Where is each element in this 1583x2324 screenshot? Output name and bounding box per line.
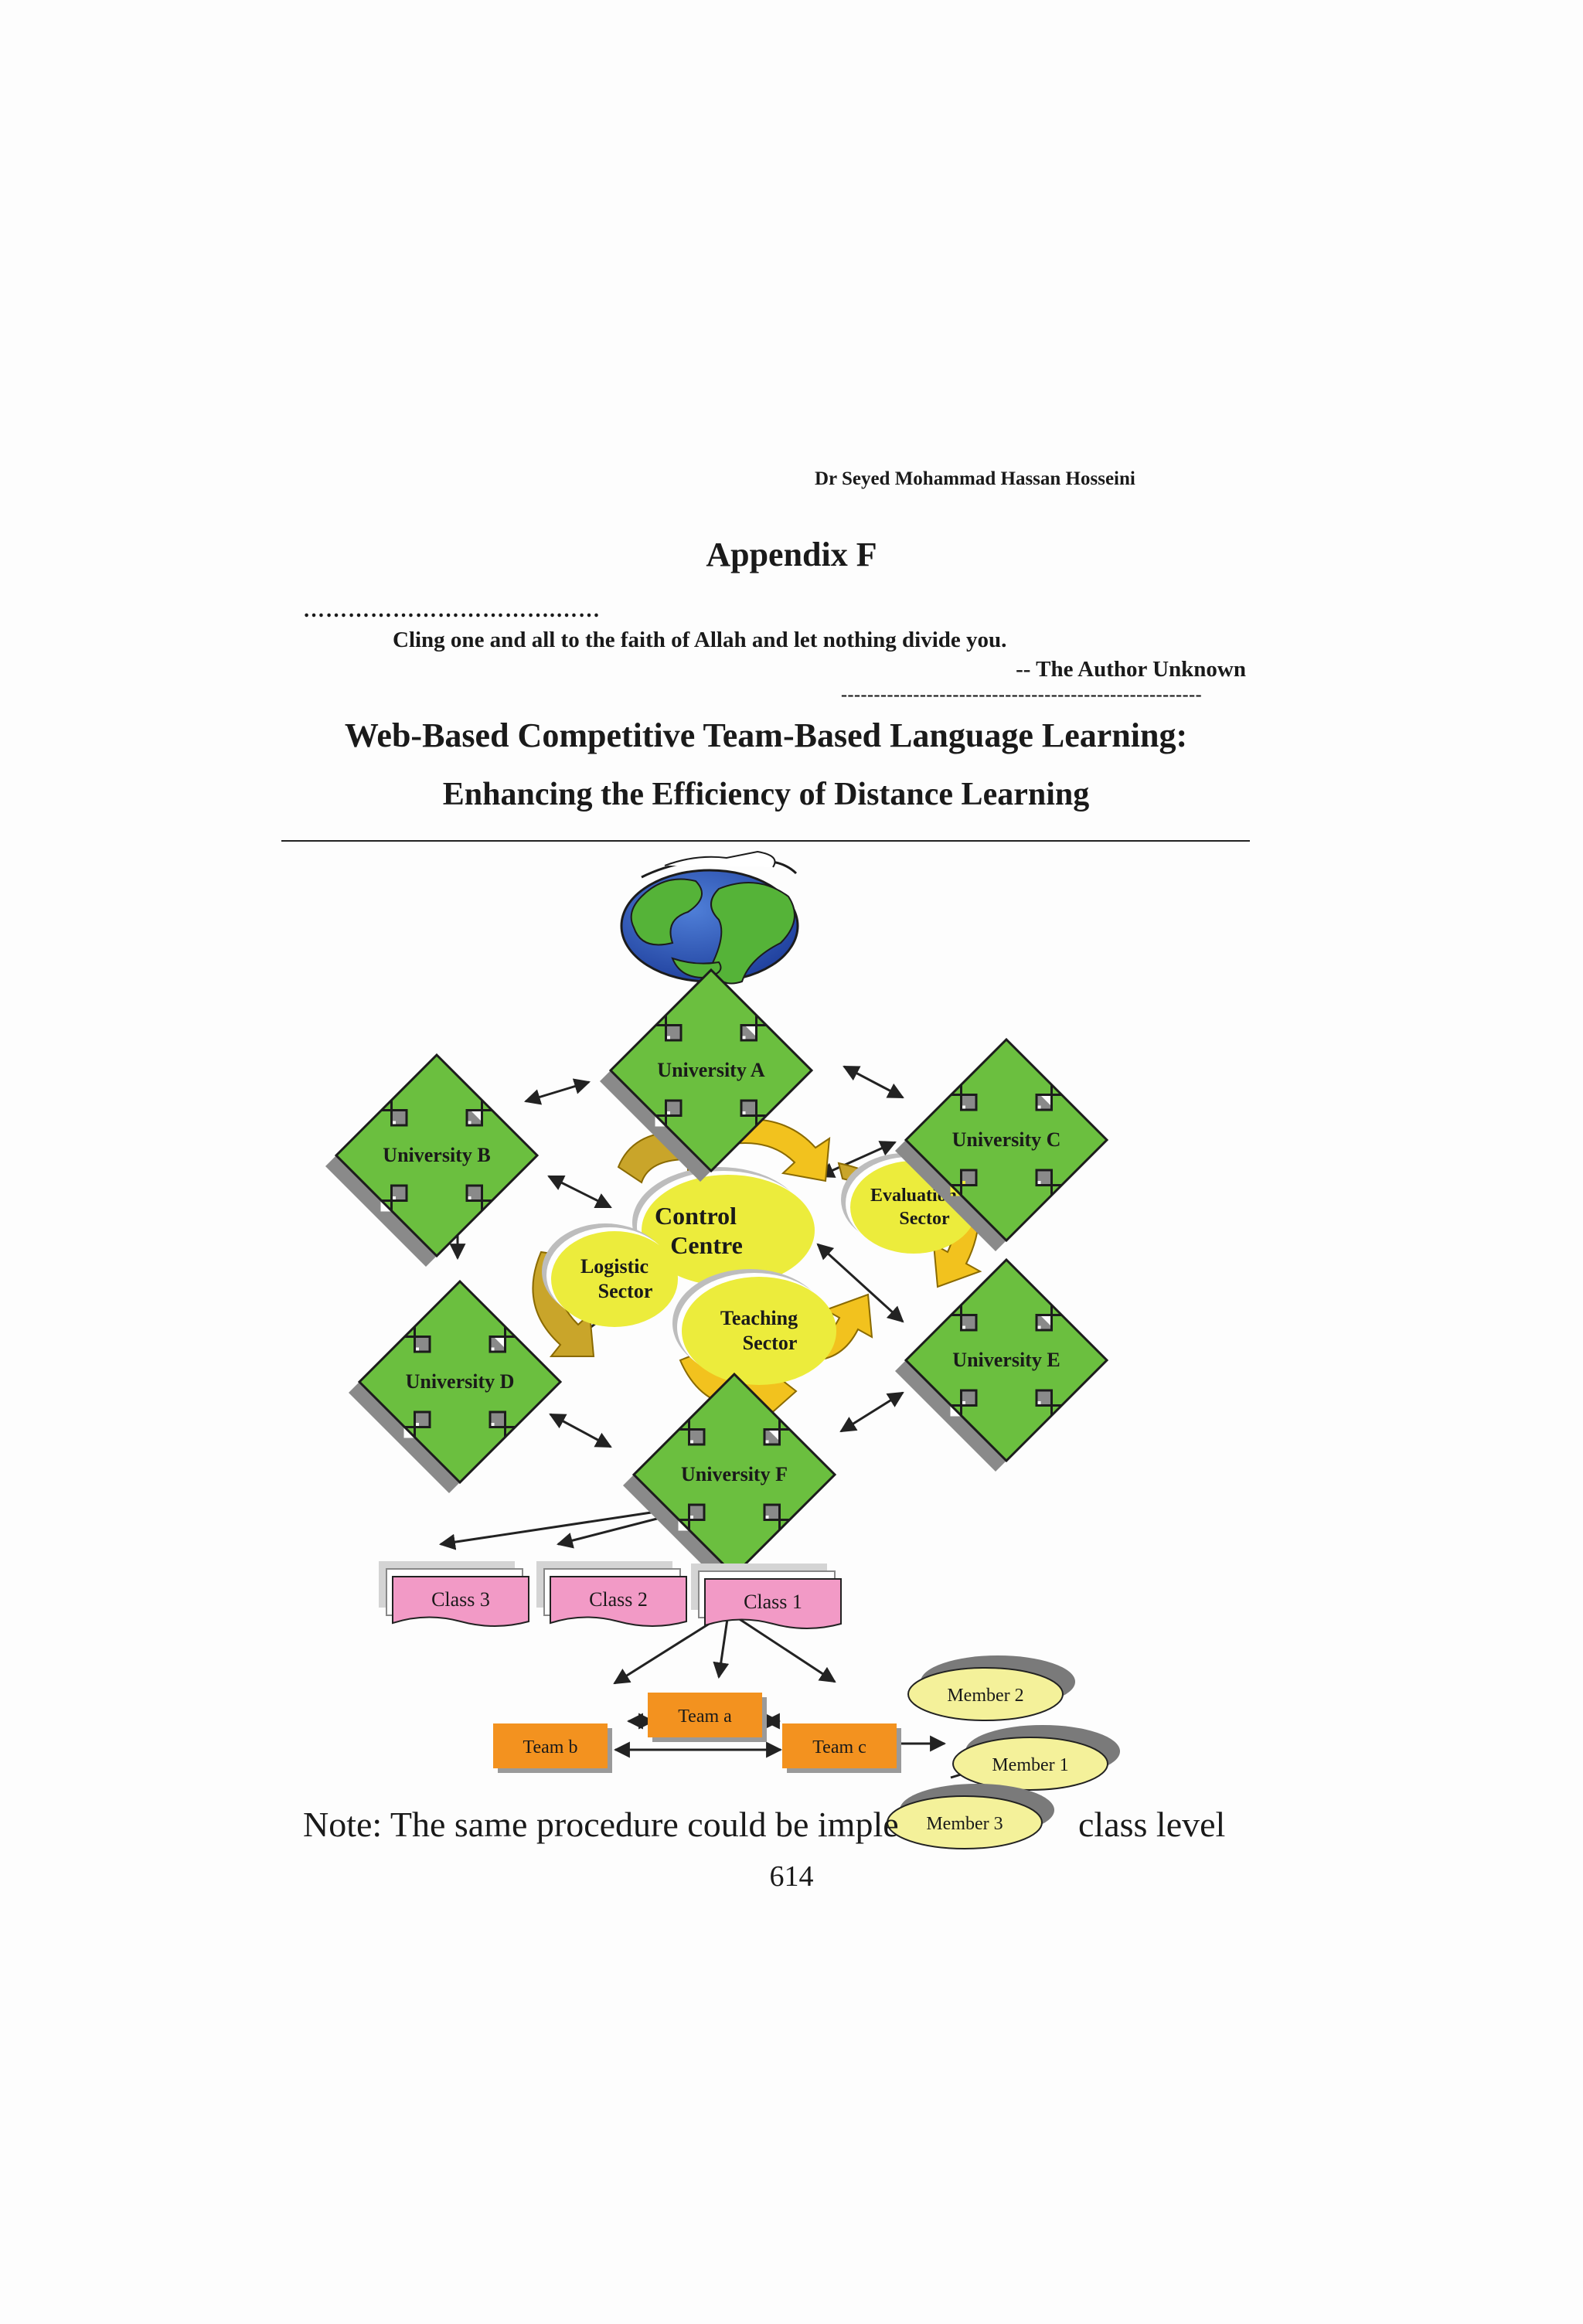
connector-arrow bbox=[816, 1243, 904, 1323]
note-text-tail: class level bbox=[1078, 1805, 1226, 1844]
logistic-sector-label: Sector bbox=[598, 1280, 653, 1302]
university-label: University D bbox=[406, 1370, 515, 1393]
epigraph-attribution: -- The Author Unknown bbox=[1016, 657, 1246, 682]
title-line-1: Web-Based Competitive Team-Based Languag… bbox=[344, 716, 1188, 754]
connector-arrow bbox=[730, 1612, 836, 1683]
connector-arrow bbox=[818, 1141, 897, 1178]
connector-arrow bbox=[839, 1391, 904, 1433]
university-node: University E bbox=[895, 1257, 1109, 1472]
university-node: University D bbox=[349, 1279, 563, 1493]
member-node: Member 2 bbox=[907, 1655, 1075, 1721]
class-label: Class 2 bbox=[589, 1588, 648, 1611]
title-line-2: Enhancing the Efficiency of Distance Lea… bbox=[442, 777, 1090, 812]
team-node: Team b bbox=[493, 1723, 612, 1773]
member-node: Member 1 bbox=[952, 1725, 1120, 1791]
university-label: University C bbox=[952, 1128, 1061, 1151]
title-rule bbox=[281, 840, 1250, 842]
dotted-separator: …………………………….…… bbox=[303, 598, 601, 622]
connector-arrow bbox=[523, 1078, 591, 1105]
teaching-sector-label: Sector bbox=[743, 1332, 798, 1354]
cycle-arrow bbox=[729, 1118, 831, 1182]
page-number: 614 bbox=[769, 1860, 814, 1893]
dashed-separator: ----------------------------------------… bbox=[841, 685, 1203, 705]
evaluation-sector-label: Sector bbox=[899, 1209, 950, 1229]
logistic-sector-label: Logistic bbox=[580, 1255, 649, 1278]
university-label: University F bbox=[681, 1463, 788, 1485]
class-node: Class 1 bbox=[691, 1564, 842, 1629]
team-nodes: Team a Team b Team c bbox=[493, 1693, 901, 1773]
team-label: Team c bbox=[812, 1737, 866, 1757]
team-label: Team b bbox=[523, 1737, 578, 1757]
connector-arrow bbox=[549, 1413, 612, 1448]
university-nodes: University A University B University C Univ… bbox=[325, 968, 1109, 1586]
connector-arrow bbox=[547, 1175, 612, 1209]
university-node: University B bbox=[325, 1053, 540, 1267]
member-label: Member 2 bbox=[947, 1686, 1023, 1706]
teaching-sector-label: Teaching bbox=[720, 1307, 798, 1329]
connector-arrow bbox=[713, 1613, 730, 1679]
university-node: University A bbox=[600, 968, 814, 1182]
class-node: Class 3 bbox=[379, 1561, 529, 1627]
class-label: Class 3 bbox=[431, 1588, 490, 1611]
team-label: Team a bbox=[678, 1706, 732, 1727]
control-centre-label: Centre bbox=[670, 1231, 743, 1259]
epigraph-quote: Cling one and all to the faith of Allah … bbox=[393, 628, 1007, 652]
university-node: University C bbox=[895, 1037, 1109, 1251]
control-centre-label: Control bbox=[655, 1202, 737, 1230]
member-nodes: Member 2 Member 1 Member 3 bbox=[887, 1655, 1120, 1849]
note-text: Note: The same procedure could be imple bbox=[303, 1805, 899, 1844]
university-label: University E bbox=[952, 1349, 1060, 1371]
university-node: University F bbox=[623, 1372, 837, 1586]
connector-arrow bbox=[843, 1065, 904, 1099]
team-node: Team a bbox=[648, 1693, 767, 1742]
member-node: Member 3 bbox=[887, 1784, 1054, 1849]
member-label: Member 3 bbox=[926, 1814, 1003, 1834]
team-node: Team c bbox=[782, 1723, 901, 1773]
class-label: Class 1 bbox=[744, 1591, 802, 1613]
globe-icon bbox=[620, 850, 799, 985]
class-nodes: Class 3 Class 2 Class 1 bbox=[379, 1561, 842, 1629]
class-node: Class 2 bbox=[536, 1561, 687, 1627]
appendix-heading: Appendix F bbox=[706, 536, 877, 573]
author-name: Dr Seyed Mohammad Hassan Hosseini bbox=[815, 468, 1135, 489]
university-label: University B bbox=[383, 1144, 490, 1166]
university-label: University A bbox=[657, 1059, 765, 1081]
sector-ellipses: ControlCentreEvaluationSectorLogisticSec… bbox=[542, 1153, 977, 1385]
member-label: Member 1 bbox=[992, 1755, 1068, 1775]
